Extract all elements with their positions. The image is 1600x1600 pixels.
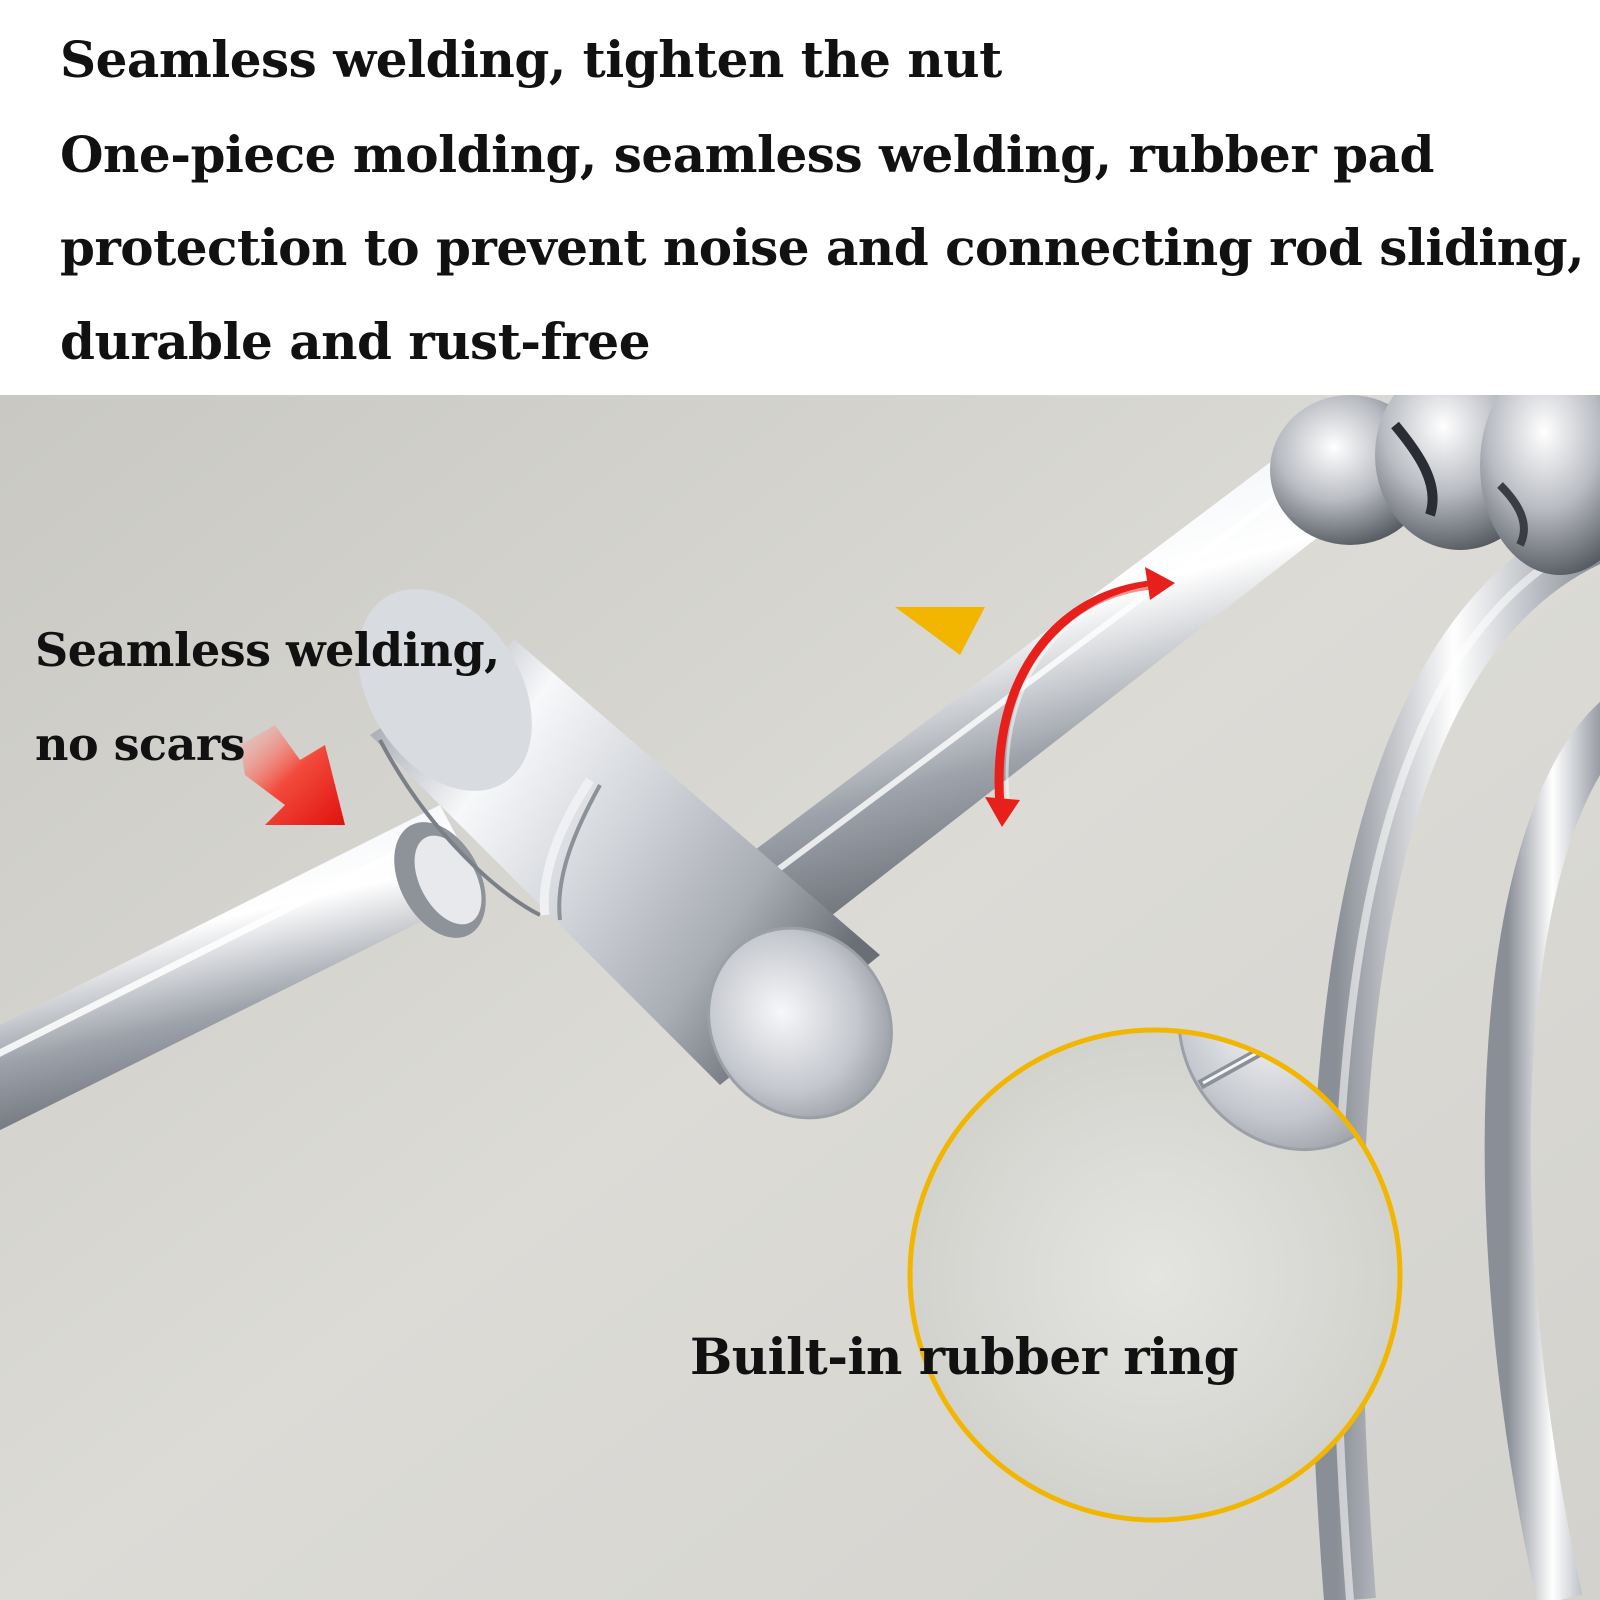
ball-joint <box>1270 395 1600 575</box>
lower-rod <box>0 805 485 1131</box>
product-photo: Seamless welding, no scars Built-in rubb… <box>0 395 1600 1600</box>
upper-rod <box>735 455 1340 940</box>
callout-weld-line2: no scars <box>35 717 246 771</box>
description-header: Seamless welding, tighten the nut One-pi… <box>0 0 1600 395</box>
header-line-1: Seamless welding, tighten the nut <box>60 30 1002 89</box>
header-line-2: One-piece molding, seamless welding, rub… <box>60 125 1434 184</box>
connector-cylinder <box>358 589 893 1120</box>
rotation-arrow-icon <box>985 567 1175 827</box>
header-line-3: protection to prevent noise and connecti… <box>60 218 1585 277</box>
callout-rubber-ring: Built-in rubber ring <box>690 1327 1239 1386</box>
red-arrow-icon <box>240 725 345 825</box>
product-illustration <box>0 395 1600 1600</box>
header-line-4: durable and rust-free <box>60 312 651 371</box>
callout-weld-line1: Seamless welding, <box>35 623 500 677</box>
